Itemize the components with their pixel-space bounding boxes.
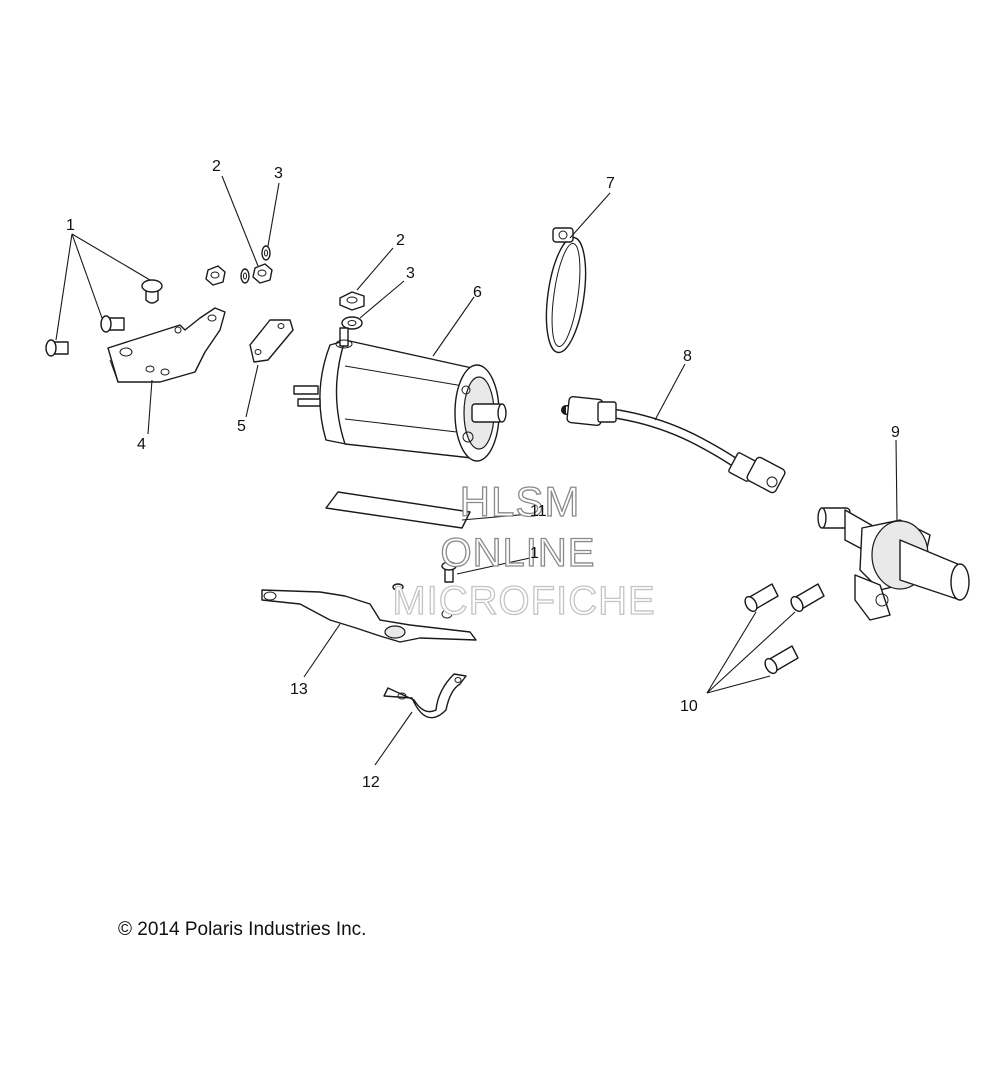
nut-part-2-a [252, 263, 273, 284]
bolt-part-10-b [790, 583, 825, 613]
callout-12-strap: 12 [362, 774, 380, 791]
watermark-line-2: ONLINE [441, 531, 596, 575]
washer-part-3-a [261, 245, 271, 261]
callout-11-pad: 11 [530, 503, 547, 520]
callout-9-starter-drive: 9 [891, 424, 900, 441]
leader-lines [55, 175, 898, 766]
callout-3-terminal-washer: 3 [406, 265, 415, 282]
washer-part-3-c [341, 316, 363, 330]
washer-part-3-b [240, 268, 250, 284]
callout-2-terminal-nut: 2 [396, 232, 405, 249]
callout-13-bracket: 13 [290, 681, 308, 698]
callout-10-bolts: 10 [680, 698, 698, 715]
nut-part-2-b [205, 265, 226, 286]
callout-4-bracket: 4 [137, 436, 146, 453]
rivet-part-1-a [141, 279, 163, 304]
callout-2-nut: 2 [212, 158, 221, 175]
bracket-part-13 [261, 583, 477, 643]
hose-clamp-part-7 [545, 227, 587, 354]
callout-1-rivets: 1 [66, 217, 75, 234]
screw-part-1-d [441, 561, 457, 583]
rivet-part-1-b [100, 315, 125, 333]
starter-drive-part-9 [817, 507, 970, 621]
watermark: HLSM ONLINE MICROFICHE [392, 477, 656, 623]
strap-clamp-part-12 [383, 673, 467, 719]
starter-motor-part-6 [293, 327, 507, 462]
bolt-part-10-a [744, 583, 779, 613]
bolt-part-10-c [764, 645, 799, 675]
callout-7-clamp: 7 [606, 175, 615, 192]
bracket-part-4 [107, 307, 226, 383]
callout-labels: 1 2 3 2 3 4 5 6 7 8 9 10 11 1 12 13 [66, 158, 900, 791]
pad-part-11 [325, 491, 471, 529]
nut-part-2-c [339, 291, 365, 311]
callout-1-screw: 1 [530, 545, 539, 562]
wire-lead-part-8 [561, 395, 786, 494]
watermark-line-1: HLSM [460, 478, 581, 525]
callout-5-plate: 5 [237, 418, 246, 435]
plate-part-5 [249, 319, 294, 363]
callout-8-wire-lead: 8 [683, 348, 692, 365]
copyright-notice: © 2014 Polaris Industries Inc. [118, 919, 367, 940]
callout-3-washer: 3 [274, 165, 283, 182]
callout-6-starter-motor: 6 [473, 284, 482, 301]
watermark-line-3: MICROFICHE [392, 579, 655, 623]
rivet-part-1-c [45, 339, 69, 357]
